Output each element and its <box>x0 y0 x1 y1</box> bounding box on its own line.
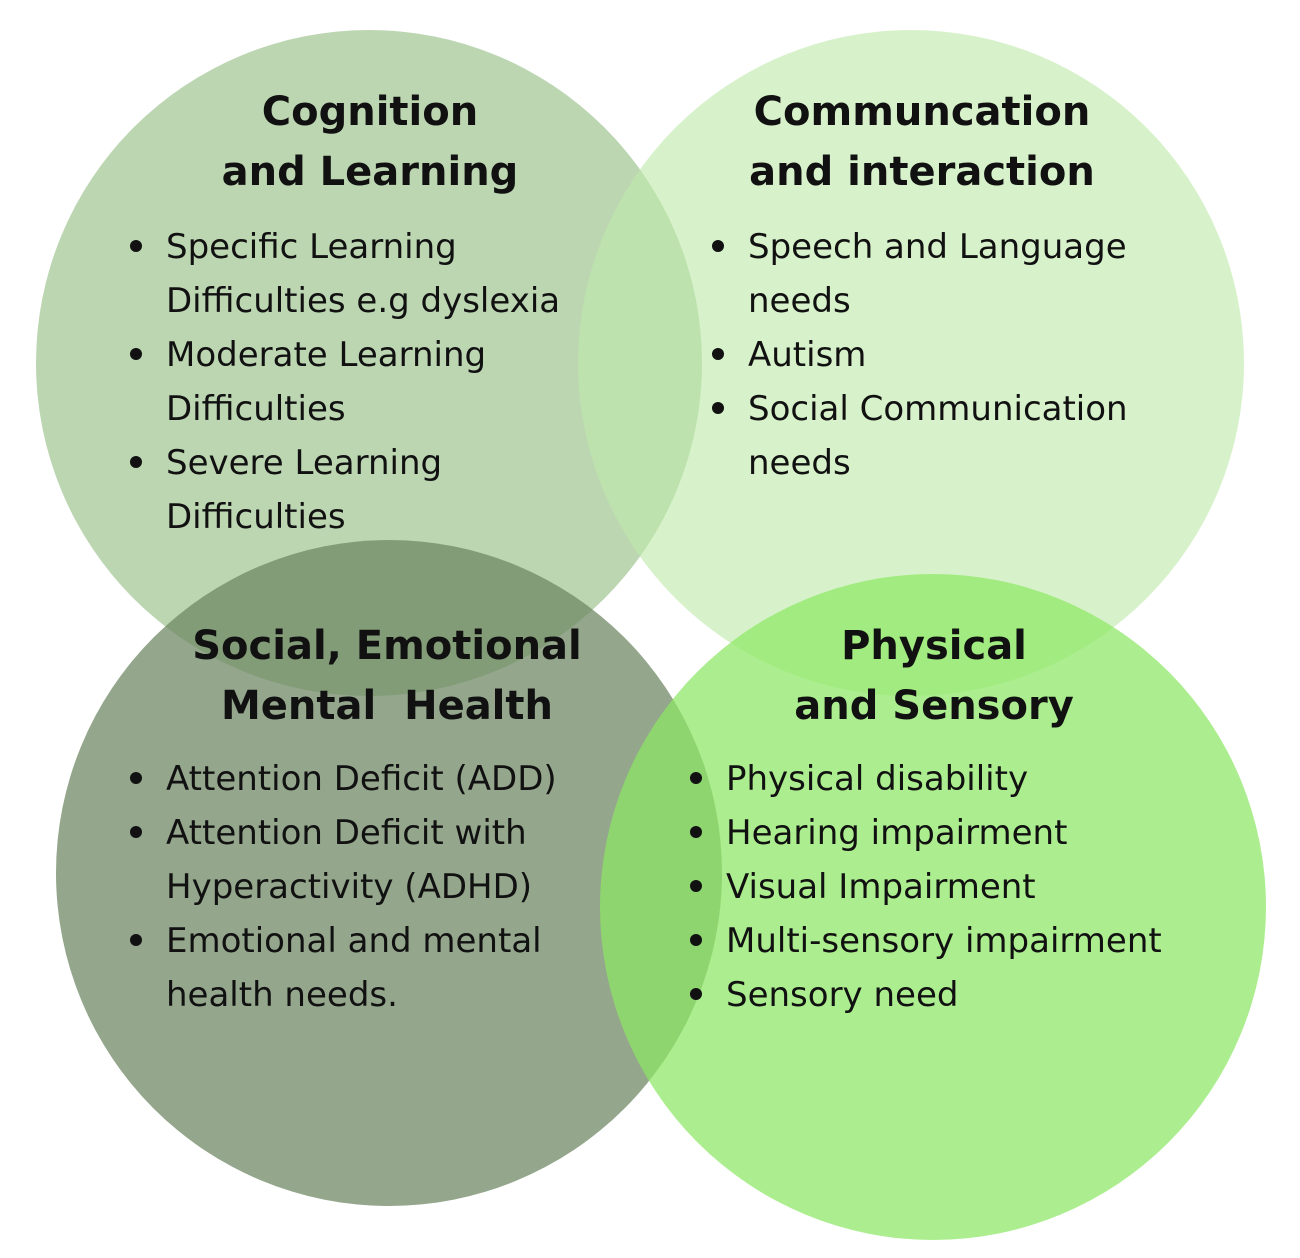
physical-title-line-2: and Sensory <box>794 683 1074 729</box>
bullet-icon <box>130 772 142 784</box>
list-item-line: Hyperactivity (ADHD) <box>166 867 533 907</box>
bullet-icon <box>690 988 702 1000</box>
bullet-icon <box>130 456 142 468</box>
list-item-line: Sensory need <box>726 975 959 1015</box>
list-item: Sensory need <box>688 968 1162 1022</box>
list-item: Moderate Learning Difficulties <box>128 328 560 436</box>
list-item-line: Visual Impairment <box>726 867 1036 907</box>
bullet-icon <box>690 772 702 784</box>
list-item: Attention Deficit with Hyperactivity (AD… <box>128 806 557 914</box>
semh-title: Social, Emotional Mental Health <box>172 616 602 736</box>
bullet-icon <box>690 826 702 838</box>
communication-title-line-1: Communcation <box>753 89 1091 135</box>
bullet-icon <box>130 826 142 838</box>
cognition-title: Cognition and Learning <box>170 82 570 202</box>
list-item: Emotional and mental health needs. <box>128 914 557 1022</box>
list-item-line: needs <box>748 281 851 321</box>
list-item-line: Speech and Language <box>748 227 1127 267</box>
physical-circle <box>600 574 1266 1240</box>
communication-list: Speech and Language needs Autism Social … <box>710 220 1128 490</box>
list-item-line: Hearing impairment <box>726 813 1068 853</box>
list-item-line: Attention Deficit (ADD) <box>166 759 557 799</box>
list-item: Visual Impairment <box>688 860 1162 914</box>
list-item-line: Physical disability <box>726 759 1029 799</box>
list-item-line: Difficulties <box>166 497 346 537</box>
list-item: Speech and Language needs <box>710 220 1128 328</box>
semh-title-line-2: Mental Health <box>221 683 553 729</box>
semh-title-line-1: Social, Emotional <box>192 623 582 669</box>
list-item-line: Moderate Learning <box>166 335 487 375</box>
list-item: Multi-sensory impairment <box>688 914 1162 968</box>
list-item: Specific Learning Difficulties e.g dysle… <box>128 220 560 328</box>
bullet-icon <box>712 348 724 360</box>
physical-title-line-1: Physical <box>841 623 1027 669</box>
list-item: Hearing impairment <box>688 806 1162 860</box>
cognition-list: Specific Learning Difficulties e.g dysle… <box>128 220 560 544</box>
communication-title: Communcation and interaction <box>722 82 1122 202</box>
bullet-icon <box>130 348 142 360</box>
list-item: Attention Deficit (ADD) <box>128 752 557 806</box>
list-item-line: Difficulties <box>166 389 346 429</box>
physical-title: Physical and Sensory <box>734 616 1134 736</box>
list-item-line: Autism <box>748 335 867 375</box>
list-item: Severe Learning Difficulties <box>128 436 560 544</box>
physical-list: Physical disability Hearing impairment V… <box>688 752 1162 1022</box>
list-item: Social Communication needs <box>710 382 1128 490</box>
bullet-icon <box>130 934 142 946</box>
cognition-title-line-1: Cognition <box>261 89 479 135</box>
bullet-icon <box>712 240 724 252</box>
list-item-line: Severe Learning <box>166 443 443 483</box>
list-item-line: Difficulties e.g dyslexia <box>166 281 561 321</box>
list-item-line: Attention Deficit with <box>166 813 527 853</box>
bullet-icon <box>712 402 724 414</box>
bullet-icon <box>130 240 142 252</box>
list-item-line: needs <box>748 443 851 483</box>
semh-list: Attention Deficit (ADD) Attention Defici… <box>128 752 557 1022</box>
communication-title-line-2: and interaction <box>749 149 1095 195</box>
list-item-line: health needs. <box>166 975 398 1015</box>
bullet-icon <box>690 880 702 892</box>
list-item: Physical disability <box>688 752 1162 806</box>
list-item: Autism <box>710 328 1128 382</box>
list-item-line: Social Communication <box>748 389 1128 429</box>
list-item-line: Emotional and mental <box>166 921 542 961</box>
list-item-line: Multi-sensory impairment <box>726 921 1162 961</box>
bullet-icon <box>690 934 702 946</box>
cognition-title-line-2: and Learning <box>221 149 519 195</box>
list-item-line: Specific Learning <box>166 227 457 267</box>
